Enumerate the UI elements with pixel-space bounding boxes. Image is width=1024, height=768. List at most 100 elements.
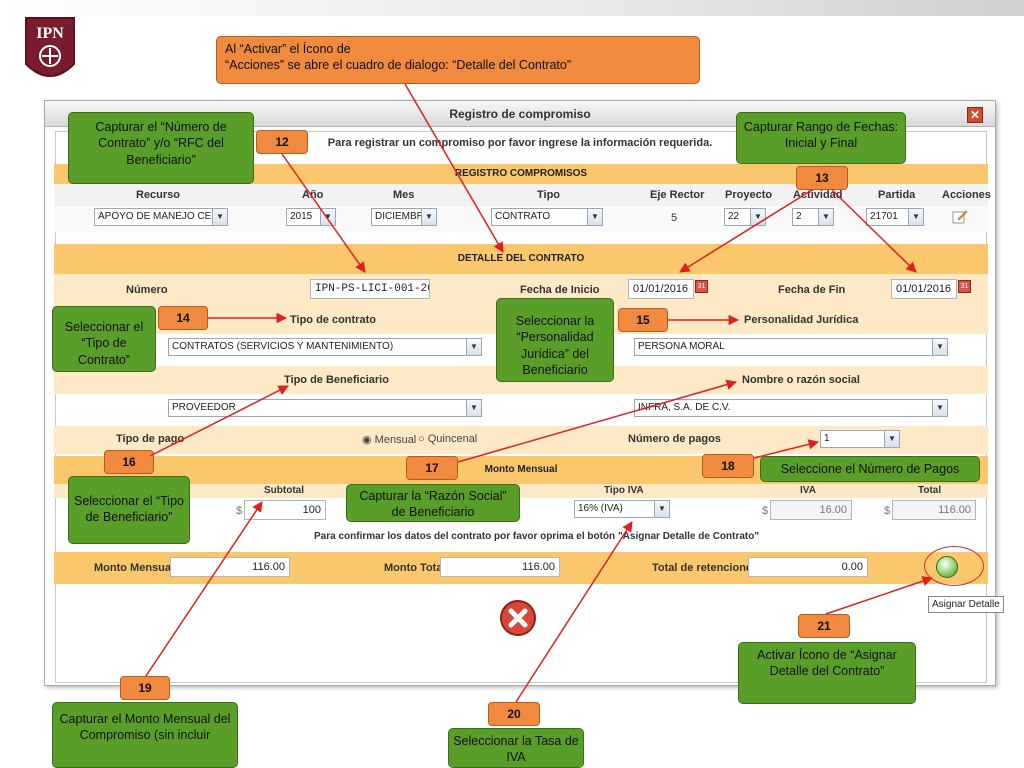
chevron-down-icon: ▼ xyxy=(750,209,765,225)
columns-header-row xyxy=(54,184,988,206)
callout-tipo-beneficiario: Seleccionar el “Tipo de Beneficiario” xyxy=(68,476,190,544)
razon-social-label: Nombre o razón social xyxy=(742,374,860,386)
monto-mensual-label: Monto Mensual: xyxy=(94,562,178,574)
chevron-down-icon: ▼ xyxy=(884,431,899,447)
chevron-down-icon: ▼ xyxy=(932,339,947,355)
asignar-tooltip: Asignar Detalle xyxy=(928,596,1004,613)
monto-section-title: Monto Mensual xyxy=(484,464,558,475)
slide-top-band xyxy=(0,0,1024,16)
currency-symbol: $ xyxy=(236,505,243,517)
razon-social-select[interactable]: INFRA, S.A. DE C.V.▼ xyxy=(634,399,948,417)
radio-quincenal[interactable]: ○ Quincenal xyxy=(418,433,477,445)
col-tipo: Tipo xyxy=(537,189,561,201)
callout-iva: Seleccionar la Tasa de IVA xyxy=(448,728,584,768)
tipo-iva-value: 16% (IVA) xyxy=(578,503,623,514)
section-title: REGISTRO COMPROMISOS xyxy=(454,168,588,179)
monto-total-output: 116.00 xyxy=(440,557,560,577)
callout-tipo-contrato: Seleccionar el “Tipo de Contrato” xyxy=(52,306,156,372)
proyecto-value: 22 xyxy=(728,211,740,222)
step-17-badge: 17 xyxy=(406,456,458,480)
callout-monto: Capturar el Monto Mensual del Compromiso… xyxy=(52,702,238,768)
step-20-badge: 20 xyxy=(488,702,540,726)
chevron-down-icon: ▼ xyxy=(320,209,335,225)
recurso-select[interactable]: APOYO DE MANEJO CENTR▼ xyxy=(94,208,228,226)
retenciones-output: 0.00 xyxy=(748,557,868,577)
radio-mensual-label: Mensual xyxy=(374,434,417,446)
tipo-contrato-value: CONTRATOS (SERVICIOS Y MANTENIMIENTO) xyxy=(172,341,394,352)
instruction-text: Para registrar un compromiso por favor i… xyxy=(327,137,713,149)
col-proyecto: Proyecto xyxy=(725,189,773,201)
fecha-fin-label: Fecha de Fin xyxy=(778,284,846,296)
callout-personalidad: Seleccionar la “Personalidad Jurídica” d… xyxy=(496,298,614,382)
personalidad-value: PERSONA MORAL xyxy=(638,341,725,352)
anio-select[interactable]: 2015▼ xyxy=(286,208,336,226)
callout-line-1: Al “Activar” el Ícono de xyxy=(225,42,351,56)
calendar-icon[interactable]: 31 xyxy=(958,280,971,293)
tipo-iva-select[interactable]: 16% (IVA)▼ xyxy=(574,500,670,518)
step-15-badge: 15 xyxy=(618,308,668,332)
dialog-opening-callout: Al “Activar” el Ícono de “Acciones” se a… xyxy=(216,36,700,84)
actividad-value: 2 xyxy=(796,211,802,222)
col-anio: Año xyxy=(302,189,324,201)
monto-total-label: Monto Total: xyxy=(384,562,450,574)
calendar-icon[interactable]: 31 xyxy=(695,280,708,293)
personalidad-label: Personalidad Jurídica xyxy=(744,314,859,326)
tipo-beneficiario-value: PROVEEDOR xyxy=(172,402,236,413)
chevron-down-icon: ▼ xyxy=(818,209,833,225)
chevron-down-icon: ▼ xyxy=(212,209,227,225)
numero-pagos-value: 1 xyxy=(824,433,830,444)
actividad-select[interactable]: 2▼ xyxy=(792,208,834,226)
step-19-badge: 19 xyxy=(120,676,170,700)
tipo-iva-label: Tipo IVA xyxy=(604,485,644,496)
recurso-value: APOYO DE MANEJO CENTR xyxy=(98,211,228,222)
ipn-logo-icon: IPN xyxy=(25,17,75,77)
col-recurso: Recurso xyxy=(136,189,181,201)
currency-symbol: $ xyxy=(884,505,891,517)
numero-pagos-label: Número de pagos xyxy=(628,433,721,445)
col-acciones: Acciones xyxy=(942,189,991,201)
tipo-select[interactable]: CONTRATO▼ xyxy=(491,208,603,226)
tipo-contrato-select[interactable]: CONTRATOS (SERVICIOS Y MANTENIMIENTO) ▼ xyxy=(168,338,482,356)
col-partida: Partida xyxy=(878,189,916,201)
callout-asignar: Activar Ícono de “Asignar Detalle del Co… xyxy=(738,642,916,704)
highlight-ring xyxy=(924,546,984,586)
radio-mensual[interactable]: ◉ Mensual xyxy=(362,433,416,446)
proyecto-select[interactable]: 22 ▼ xyxy=(724,208,766,226)
asignar-detalle-icon[interactable] xyxy=(936,556,958,578)
chevron-down-icon: ▼ xyxy=(908,209,923,225)
subtotal-input[interactable]: 100 xyxy=(244,500,326,520)
step-12-badge: 12 xyxy=(256,130,308,154)
numero-input[interactable]: IPN-PS-LICI-001-2016 xyxy=(310,279,430,299)
chevron-down-icon: ▼ xyxy=(421,209,436,225)
col-mes: Mes xyxy=(393,189,415,201)
col-eje-rector: Eje Rector xyxy=(650,189,705,201)
chevron-down-icon: ▼ xyxy=(466,339,481,355)
step-16-badge: 16 xyxy=(104,450,154,474)
callout-line-2: “Acciones” se abre el cuadro de dialogo:… xyxy=(225,58,572,73)
numero-pagos-select[interactable]: 1▼ xyxy=(820,430,900,448)
total-label: Total xyxy=(918,485,942,496)
iva-label: IVA xyxy=(800,485,816,496)
confirm-text: Para confirmar los datos del contrato po… xyxy=(314,531,760,542)
monto-header-row xyxy=(54,484,988,498)
fecha-inicio-input[interactable]: 01/01/2016 xyxy=(628,279,694,299)
mes-select[interactable]: DICIEMBRE▼ xyxy=(371,208,437,226)
cancel-icon[interactable] xyxy=(500,596,536,640)
radio-quincenal-label: Quincenal xyxy=(427,433,478,445)
chevron-down-icon: ▼ xyxy=(587,209,602,225)
personalidad-select[interactable]: PERSONA MORAL ▼ xyxy=(634,338,948,356)
callout-num-pagos: Seleccione el Número de Pagos xyxy=(760,456,980,482)
tipo-contrato-label: Tipo de contrato xyxy=(290,314,376,326)
retenciones-label: Total de retenciones: xyxy=(652,562,762,574)
step-13-badge: 13 xyxy=(796,166,848,190)
fecha-fin-input[interactable]: 01/01/2016 xyxy=(891,279,957,299)
partida-select[interactable]: 21701▼ xyxy=(866,208,924,226)
edit-icon[interactable] xyxy=(952,208,968,224)
step-14-badge: 14 xyxy=(158,306,208,330)
close-icon[interactable]: ✕ xyxy=(967,107,983,123)
tipo-beneficiario-select[interactable]: PROVEEDOR▼ xyxy=(168,399,482,417)
fecha-inicio-label: Fecha de Inicio xyxy=(520,284,600,296)
callout-fechas: Capturar Rango de Fechas: Inicial y Fina… xyxy=(736,112,906,164)
razon-social-value: INFRA, S.A. DE C.V. xyxy=(638,402,731,413)
svg-text:IPN: IPN xyxy=(36,25,64,42)
